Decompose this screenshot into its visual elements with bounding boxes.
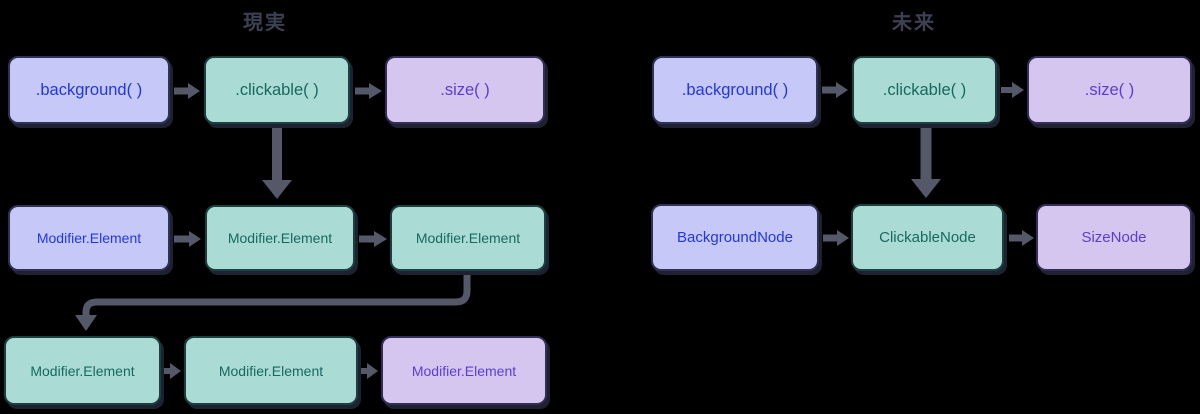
- arrow-right-icon: [355, 83, 382, 99]
- node-box-size-call: .size( ): [1027, 56, 1192, 124]
- box-label: Modifier.Element: [415, 230, 521, 246]
- arrow-down-icon: [262, 126, 292, 199]
- node-box-clickable-call: .clickable( ): [204, 56, 350, 124]
- section-title-future: 未来: [892, 12, 936, 34]
- node-box-modifier-element: Modifier.Element: [8, 205, 170, 271]
- node-box-background-node: BackgroundNode: [651, 204, 819, 271]
- arrow-right-icon: [1001, 82, 1024, 98]
- section-title-reality: 現実: [243, 12, 287, 34]
- box-label: .background( ): [681, 80, 789, 99]
- node-box-size-node: SizeNode: [1036, 204, 1192, 271]
- arrow-right-icon: [174, 83, 200, 99]
- arrow-right-icon: [1009, 230, 1034, 246]
- arrow-right-icon: [359, 231, 387, 247]
- box-label: ClickableNode: [879, 229, 976, 246]
- arrow-right-icon: [174, 231, 201, 247]
- node-box-modifier-element: Modifier.Element: [390, 205, 546, 271]
- node-box-modifier-element: Modifier.Element: [184, 336, 358, 405]
- arrow-right-icon: [164, 363, 181, 379]
- box-label: Modifier.Element: [227, 230, 333, 246]
- node-box-modifier-element: Modifier.Element: [205, 205, 355, 271]
- box-label: .clickable( ): [235, 80, 319, 99]
- box-label: Modifier.Element: [411, 362, 517, 379]
- node-box-clickable-node: ClickableNode: [851, 204, 1004, 271]
- curved-connector-icon: [75, 270, 471, 331]
- node-box-size-call: .size( ): [385, 56, 545, 124]
- arrow-right-icon: [823, 230, 849, 246]
- box-label: Modifier.Element: [36, 230, 142, 246]
- box-label: SizeNode: [1081, 229, 1147, 246]
- box-label: .size( ): [440, 80, 490, 99]
- arrow-down-icon: [911, 127, 941, 198]
- node-box-modifier-element: Modifier.Element: [381, 336, 547, 405]
- node-box-background-call: .background( ): [8, 56, 170, 124]
- node-box-clickable-call: .clickable( ): [852, 56, 997, 124]
- arrow-right-icon: [361, 363, 378, 379]
- box-label: Modifier.Element: [218, 362, 324, 379]
- box-label: .clickable( ): [882, 80, 967, 99]
- box-label: .size( ): [1084, 80, 1135, 99]
- box-label: .background( ): [35, 80, 143, 99]
- node-box-modifier-element: Modifier.Element: [4, 336, 161, 405]
- node-box-background-call: .background( ): [652, 56, 818, 124]
- arrow-right-icon: [822, 82, 848, 98]
- box-label: Modifier.Element: [30, 362, 135, 379]
- box-label: BackgroundNode: [677, 229, 793, 246]
